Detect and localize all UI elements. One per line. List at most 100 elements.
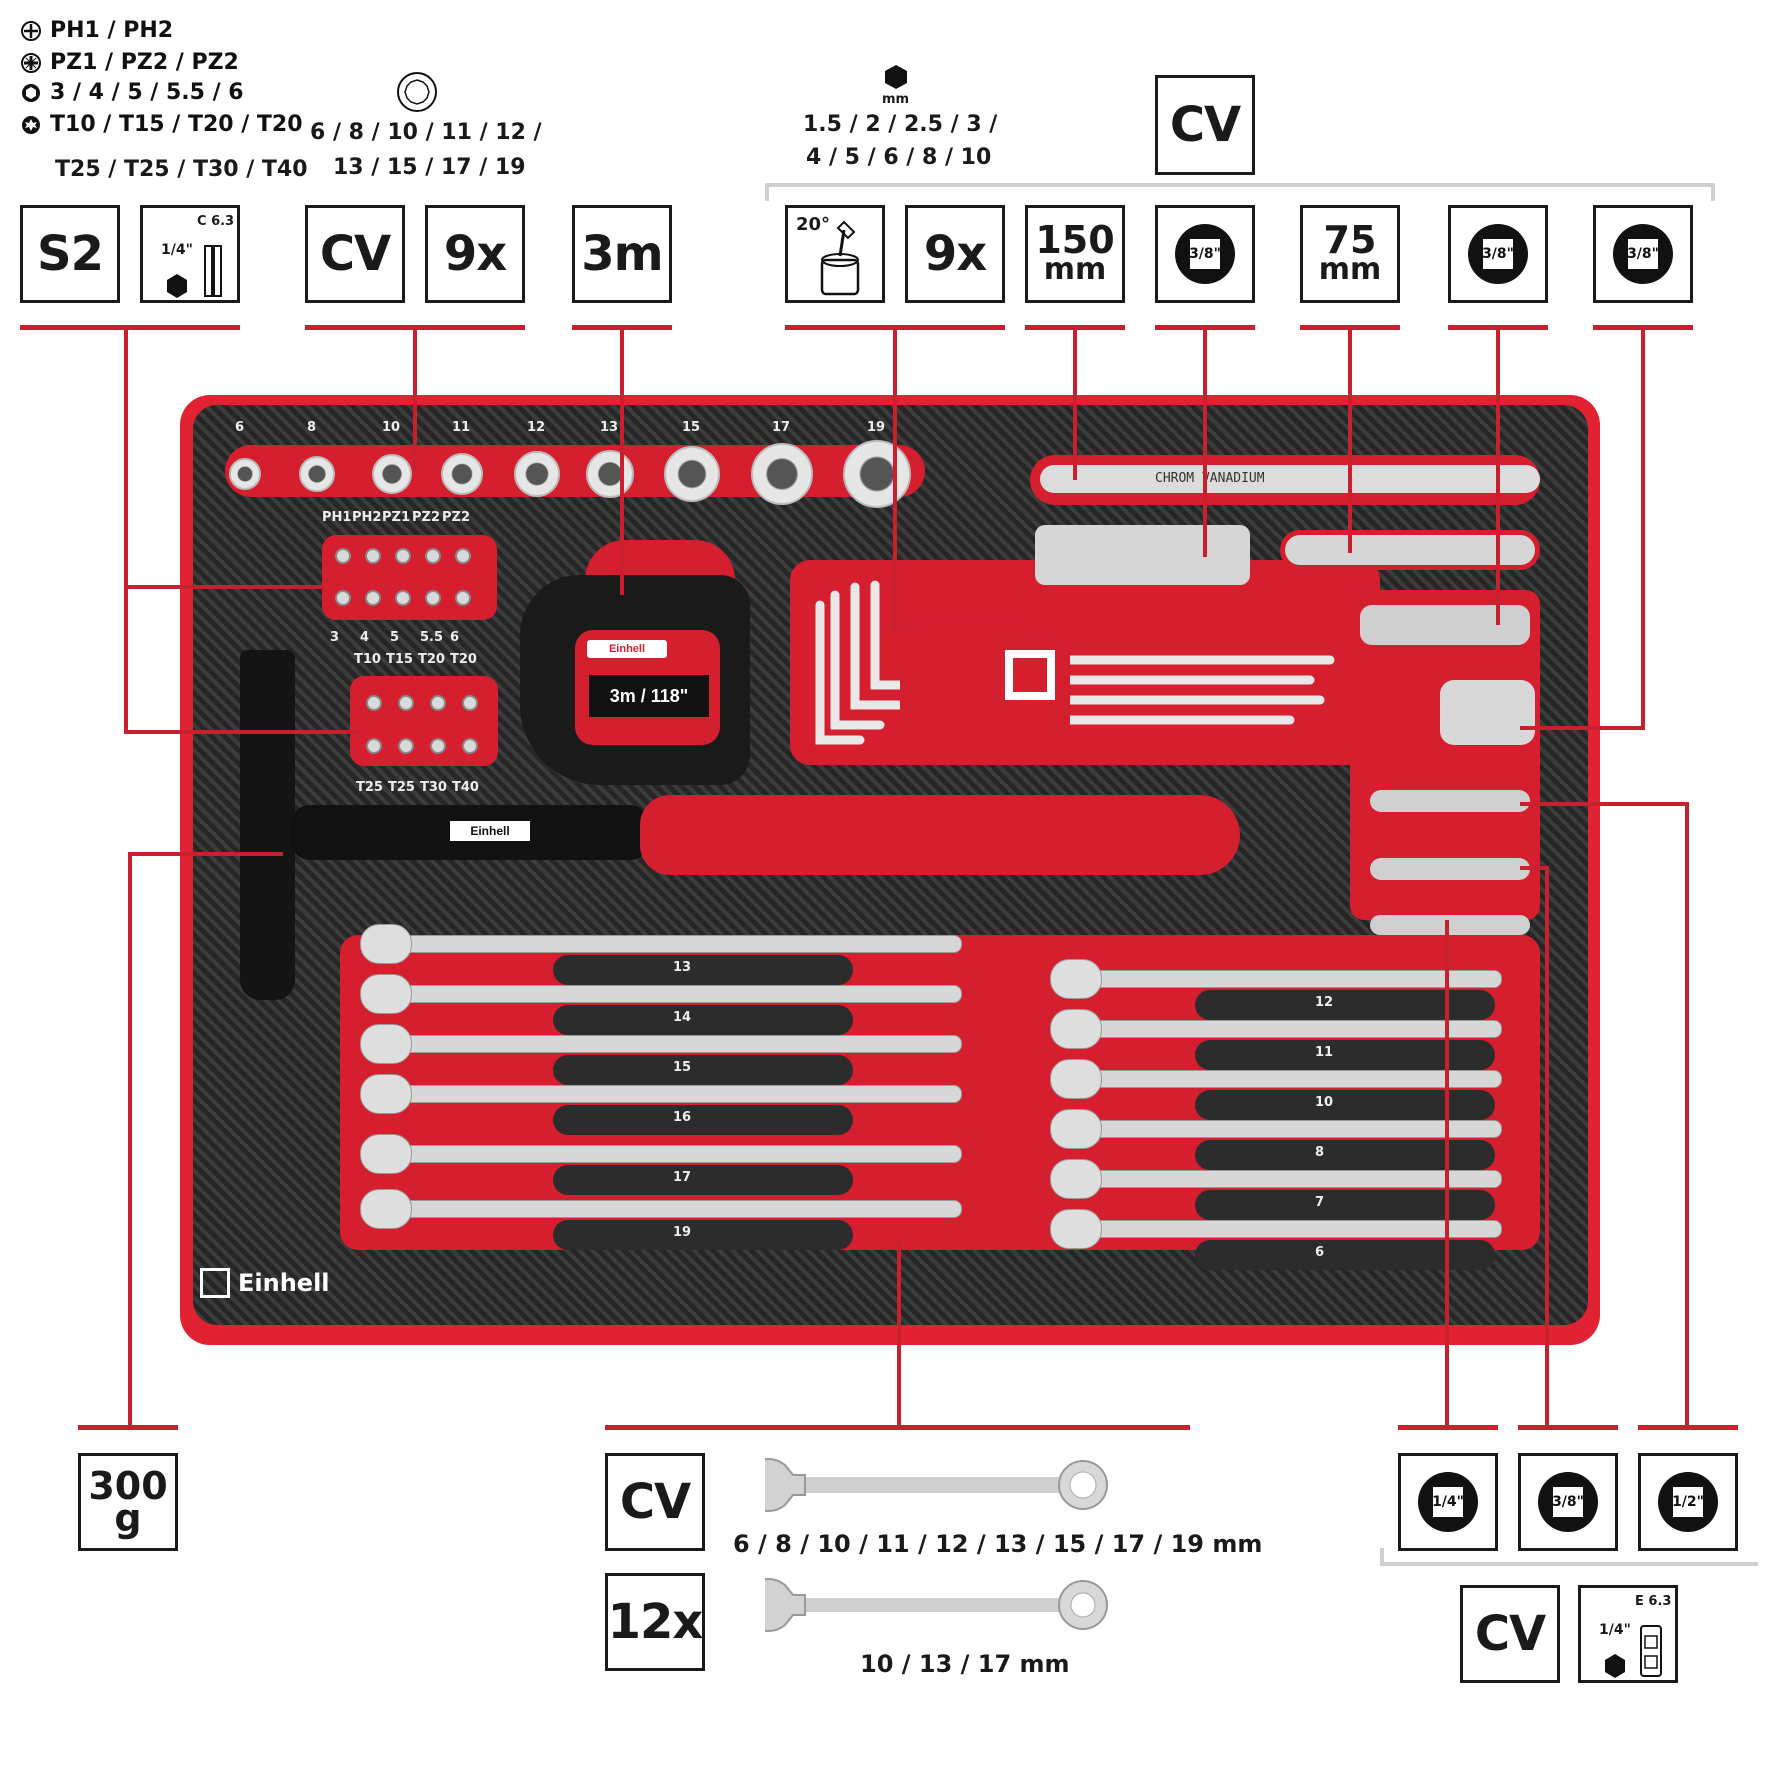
tape-brand: Einhell: [587, 640, 667, 658]
foam-separator: [553, 1055, 853, 1085]
foam-separator: [1195, 990, 1495, 1020]
hammer-weight-unit: g: [114, 1496, 142, 1540]
square-drive-icon: 1/4": [1418, 1472, 1478, 1532]
bit: [366, 695, 382, 711]
bit: [335, 548, 351, 564]
hammer-head: [240, 650, 295, 1000]
angle-badge: 20°: [785, 205, 885, 303]
bit: [398, 738, 414, 754]
wrench-size-label: 10: [1315, 1095, 1334, 1110]
socket: [441, 453, 483, 495]
hex-keys-line2: 4 / 5 / 6 / 8 / 10: [806, 145, 992, 170]
bit-label: PZ1: [382, 510, 410, 525]
bit: [395, 548, 411, 564]
bit-label: 6: [450, 630, 460, 645]
wrench-ring-end: [1050, 1059, 1102, 1099]
hex-keys-set: [815, 580, 1335, 765]
legend-torx-text-2: T25 / T25 / T30 / T40: [55, 157, 308, 182]
drive-badge-38-d: 3/8": [1518, 1453, 1618, 1551]
torx-icon: [22, 115, 40, 134]
extension-150-unit: mm: [1043, 252, 1107, 287]
ratchet-sizes: 10 / 13 / 17 mm: [860, 1650, 1070, 1678]
square-drive-icon: 3/8": [1175, 224, 1235, 284]
ratchet-wrench-icon: [765, 1578, 1108, 1632]
wrench-ring-end: [360, 1024, 412, 1064]
wrench: [1060, 1070, 1502, 1088]
wrench-size-label: 14: [673, 1010, 692, 1025]
angle-value: 20°: [796, 214, 831, 235]
drive-badge-38-c: 3/8": [1593, 205, 1693, 303]
combination-wrench-icon: [765, 1458, 1108, 1512]
bit: [365, 548, 381, 564]
pozidriv-icon: [21, 52, 41, 73]
bit-label: PH1: [322, 510, 352, 525]
wrench: [1060, 1220, 1502, 1238]
socket-size-label: 8: [307, 420, 317, 435]
wrench: [1060, 1120, 1502, 1138]
foam-separator: [553, 1005, 853, 1035]
foam-separator: [553, 1165, 853, 1195]
wrench-size-label: 6: [1315, 1245, 1325, 1260]
bit: [430, 738, 446, 754]
foam-separator: [1195, 1190, 1495, 1220]
legend-torx: T10 / T15 / T20 / T20: [20, 112, 303, 137]
foam-separator: [1195, 1040, 1495, 1070]
wrench-sizes: 6 / 8 / 10 / 11 / 12 / 13 / 15 / 17 / 19…: [733, 1530, 1263, 1558]
wrench: [370, 1085, 962, 1103]
tape-measure: Einhell 3m / 118": [520, 575, 750, 785]
socket: [372, 454, 412, 494]
wrench-size-label: 16: [673, 1110, 692, 1125]
socket-sizes-line2: 13 / 15 / 17 / 19: [333, 155, 526, 180]
bit: [462, 738, 478, 754]
hex-keys-line1: 1.5 / 2 / 2.5 / 3 /: [803, 112, 998, 137]
cv-sockets-badge: CV: [305, 205, 405, 303]
twelve-point-socket-icon: [397, 72, 437, 112]
adapter-drive: 1/4": [1599, 1622, 1631, 1638]
bit: [335, 590, 351, 606]
wrench-ring-end: [360, 974, 412, 1014]
bit-holder-badge: C 6.3 1/4": [140, 205, 240, 303]
bit-label: 5: [390, 630, 400, 645]
foam-separator: [553, 955, 853, 985]
socket-adapter-long: [1035, 525, 1250, 585]
socket-size-label: 13: [600, 420, 619, 435]
bit-label: T20: [450, 652, 477, 667]
drive-badge-38-b: 3/8": [1448, 205, 1548, 303]
socket-size-label: 10: [382, 420, 401, 435]
extension-150-badge: 150 mm: [1025, 205, 1125, 303]
bit: [430, 695, 446, 711]
tape-label: 3m / 118": [589, 675, 709, 717]
foam-separator: [553, 1105, 853, 1135]
bit: [455, 590, 471, 606]
legend-pozidriv-text: PZ1 / PZ2 / PZ2: [50, 50, 239, 75]
extension-75-badge: 75 mm: [1300, 205, 1400, 303]
wrench-ring-end: [1050, 1009, 1102, 1049]
bit: [425, 548, 441, 564]
wrench-ring-end: [1050, 959, 1102, 999]
foam-separator: [1195, 1240, 1495, 1270]
bit: [455, 548, 471, 564]
sockets-count-badge: 9x: [425, 205, 525, 303]
socket-size-label: 12: [527, 420, 546, 435]
wrench-count-badge: 12x: [605, 1573, 705, 1671]
wrench-size-label: 15: [673, 1060, 692, 1075]
bit: [366, 738, 382, 754]
socket: [843, 440, 911, 508]
extension-text: CHROM VANADIUM: [1155, 471, 1265, 486]
tray-brand-logo: Einhell: [200, 1268, 365, 1298]
bit-adapter-2: [1370, 858, 1530, 880]
tape-length-badge: 3m: [572, 205, 672, 303]
socket-sizes-line1: 6 / 8 / 10 / 11 / 12 /: [310, 120, 542, 145]
wrench-size-label: 19: [673, 1225, 692, 1240]
square-drive-icon: 1/2": [1658, 1472, 1718, 1532]
tray-brand-text: Einhell: [238, 1269, 330, 1297]
socket: [299, 456, 335, 492]
bit-label: PH2: [352, 510, 382, 525]
bit: [398, 695, 414, 711]
bit-holder-icon: [167, 245, 222, 298]
wrench: [370, 985, 962, 1003]
bit-label: 4: [360, 630, 370, 645]
cv-adapter-badge: CV: [1460, 1585, 1560, 1683]
wrench-size-label: 13: [673, 960, 692, 975]
wrench-ring-end: [1050, 1159, 1102, 1199]
